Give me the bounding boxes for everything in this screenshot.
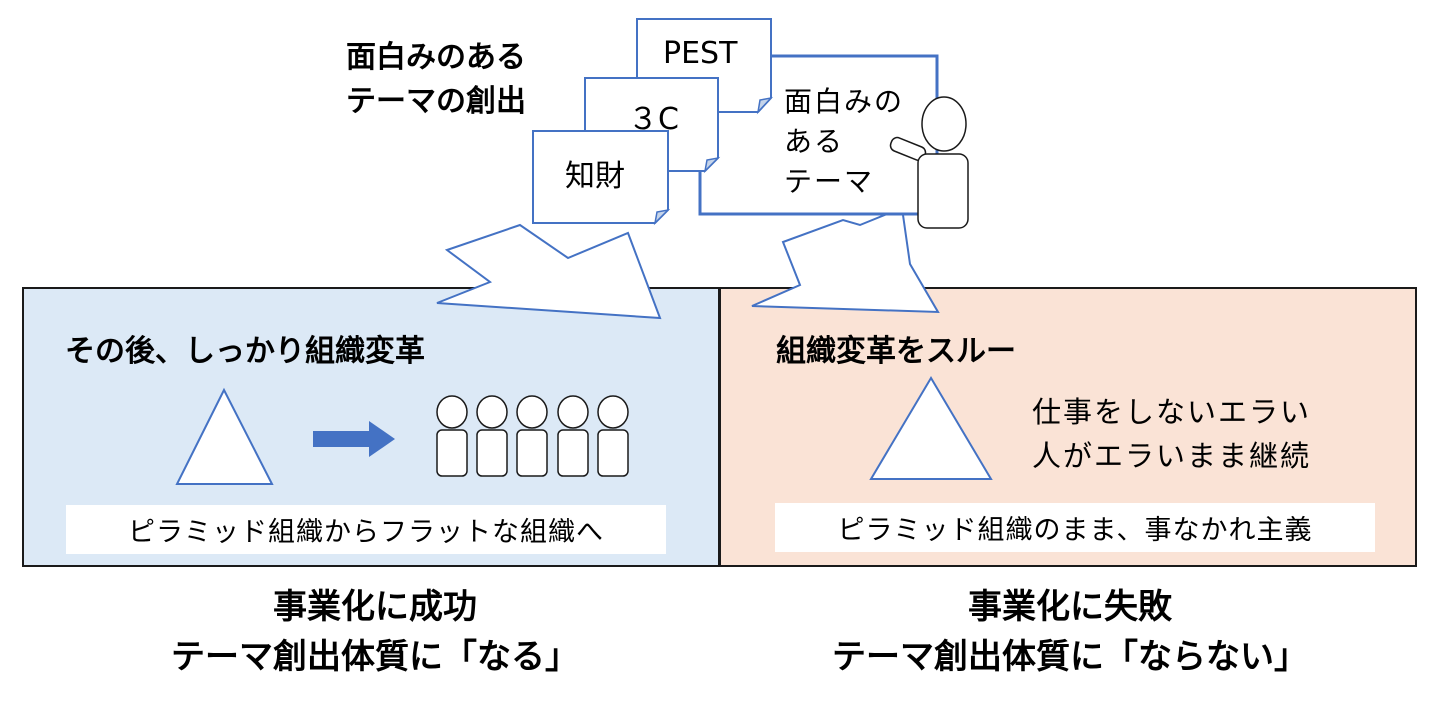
left-panel-heading: その後、しっかり組織変革 xyxy=(65,334,425,369)
whiteboard-line3: テーマ xyxy=(784,165,875,198)
top-title-line1: 面白みのある xyxy=(346,40,526,75)
result-left: 事業化に成功 テーマ創出体質に「なる」 xyxy=(95,582,655,682)
right-arrow-icon xyxy=(313,421,395,457)
right-panel-heading: 組織変革をスルー xyxy=(776,334,1016,369)
pyramid-triangle-icon xyxy=(175,387,274,485)
left-down-arrow-icon xyxy=(436,223,662,320)
right-panel-status: 仕事をしないエラい 人がエラいまま継続 xyxy=(1032,390,1311,478)
top-title-line2: テーマの創出 xyxy=(346,84,526,119)
result-right-line1: 事業化に失敗 xyxy=(968,587,1172,627)
result-left-line1: 事業化に成功 xyxy=(273,587,477,627)
top-title: 面白みのある テーマの創出 xyxy=(346,36,526,124)
whiteboard-line2: ある xyxy=(784,125,845,158)
presenter-figure-icon xyxy=(889,96,969,229)
right-down-arrow-icon xyxy=(751,206,940,314)
result-right-line2: テーマ創出体質に「ならない」 xyxy=(832,637,1308,677)
flat-organization-icon xyxy=(436,395,629,477)
whiteboard-text: 面白みの ある テーマ xyxy=(784,82,904,202)
result-right: 事業化に失敗 テーマ創出体質に「ならない」 xyxy=(770,582,1370,682)
result-left-line2: テーマ創出体質に「なる」 xyxy=(171,637,579,677)
card-chizai-label: 知財 xyxy=(565,159,625,194)
left-panel-caption: ピラミッド組織からフラットな組織へ xyxy=(66,505,666,554)
pyramid-triangle-icon-right xyxy=(869,376,993,480)
card-3c-label: ３C xyxy=(628,102,679,137)
right-panel-caption: ピラミッド組織のまま、事なかれ主義 xyxy=(775,503,1375,552)
right-panel-status-line1: 仕事をしないエラい xyxy=(1032,395,1312,429)
card-pest-label: PEST xyxy=(663,36,738,71)
whiteboard-line1: 面白みの xyxy=(784,85,905,118)
right-panel-status-line2: 人がエラいまま継続 xyxy=(1032,439,1312,473)
card-chizai xyxy=(532,130,671,226)
